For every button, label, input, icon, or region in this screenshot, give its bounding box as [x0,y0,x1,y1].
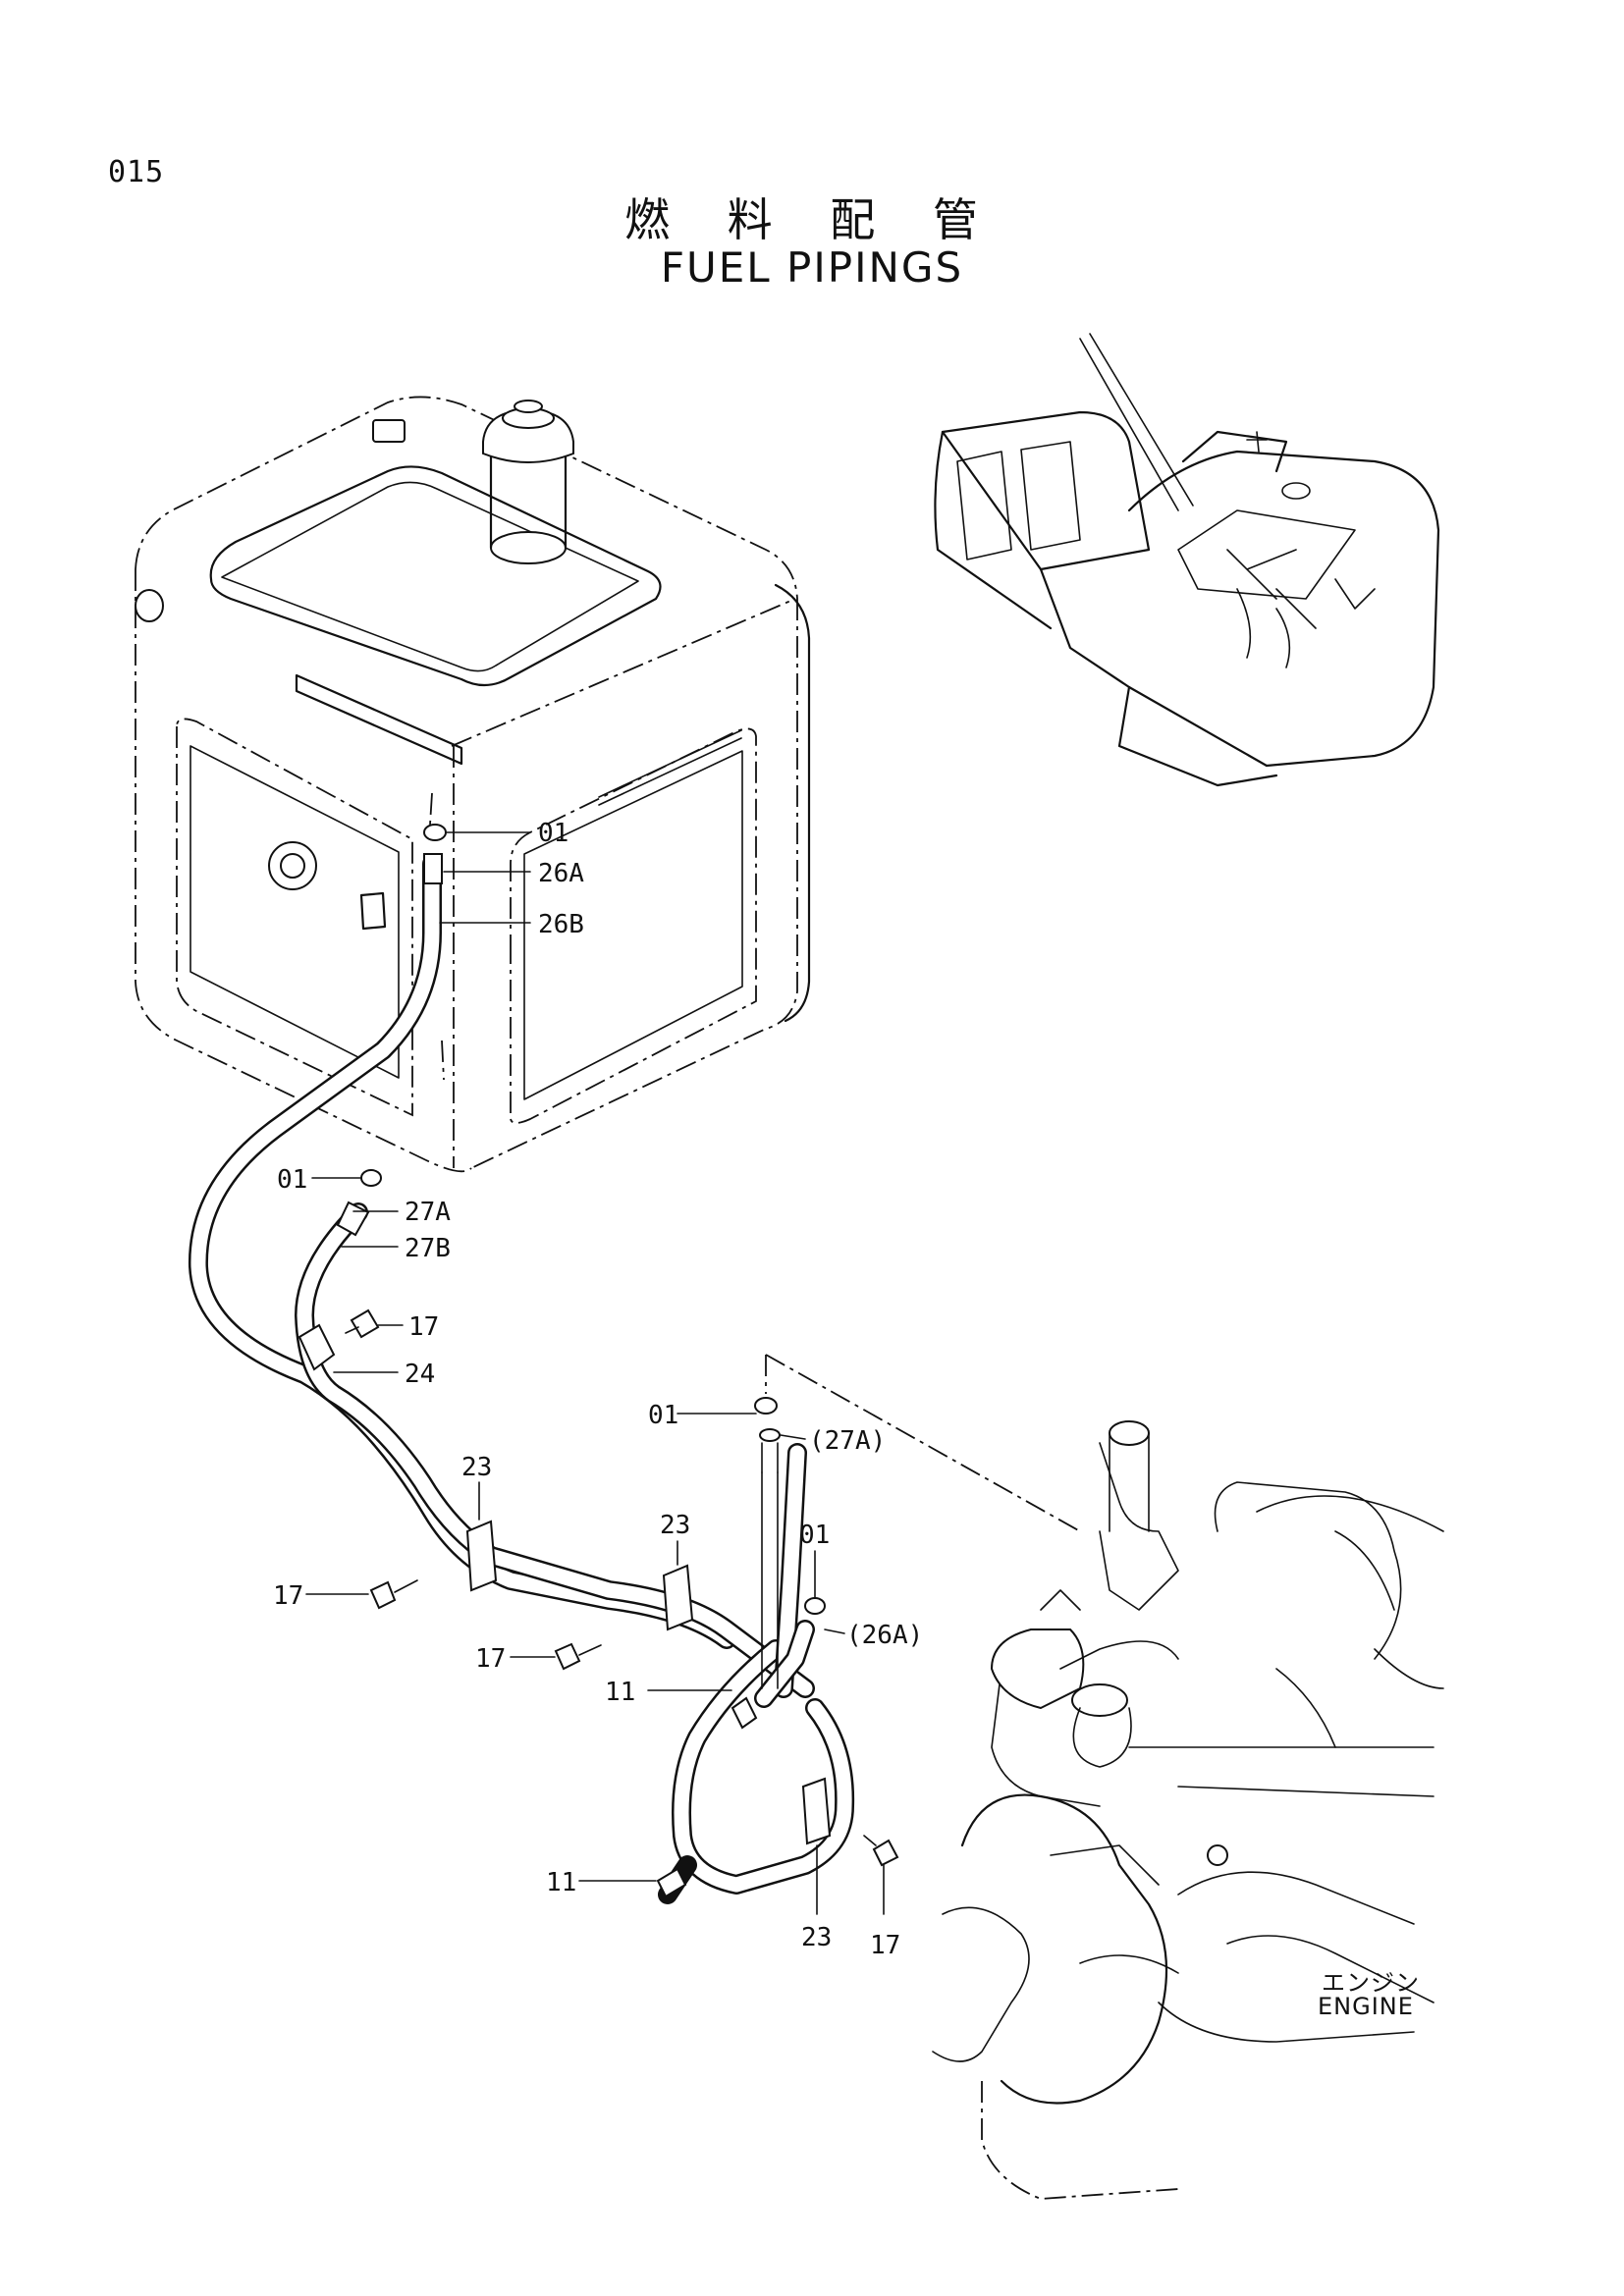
title-english: FUEL PIPINGS [660,243,964,292]
callout-17-d: 17 [870,1931,900,1960]
clamp-24-icon [298,1323,336,1371]
title-japanese: 燃 料 配 管 [624,193,1000,246]
band-11a-icon [731,1696,758,1730]
engine-label-english: ENGINE [1318,1993,1414,2020]
leader-lines [305,831,885,1915]
callout-17-a: 17 [408,1312,439,1342]
callout-engine-01-a: 01 [648,1401,678,1430]
callout-24: 24 [405,1360,435,1389]
nut-01-bottom-icon [360,1169,382,1187]
bolt-17d-icon [863,1835,899,1867]
callout-26A: 26A [538,859,584,888]
clamp-23b-icon [662,1564,694,1631]
page-number: 015 [108,155,165,189]
hose-27B-icon [295,1202,815,1698]
hose-loop-icon [658,1443,855,1904]
callout-23-a: 23 [461,1453,492,1482]
callout-tank-01: 01 [538,819,568,848]
engine-icon [765,1354,1444,2200]
callout-23-b: 23 [660,1511,690,1540]
clamp-23a-icon [465,1520,498,1592]
nut-01-engine-a-icon [754,1397,778,1415]
clamp-23c-icon [801,1777,832,1845]
callout-27B: 27B [405,1234,451,1263]
bolt-17a-icon [345,1308,380,1339]
bolt-17c-icon [554,1642,602,1671]
callout-27A-ref: (27A) [809,1426,886,1456]
callout-17-b: 17 [273,1581,303,1611]
callout-11-a: 11 [605,1678,635,1707]
callout-engine-01-b: 01 [799,1521,830,1550]
hose-fitting-26A [423,853,443,884]
callout-tank-bottom-01: 01 [277,1165,307,1195]
hose-26B-icon [188,854,736,1649]
band-11b-icon [656,1867,687,1898]
bolt-17b-icon [369,1579,418,1610]
engine-label-japanese: エンジン [1322,1969,1420,1997]
callout-23-c: 23 [801,1923,832,1952]
callout-11-b: 11 [546,1868,576,1897]
nut-01-top-icon [423,824,447,841]
fuel-tank-icon [135,396,811,1173]
excavator-icon [934,333,1440,787]
callout-26A-ref: (26A) [846,1621,923,1650]
filler-cap-icon [482,400,574,564]
callout-26B: 26B [538,910,584,939]
nut-01-engine-b-icon [804,1597,826,1615]
callout-17-c: 17 [475,1644,506,1674]
pipe-27A-icon [761,1471,779,1689]
callout-27A: 27A [405,1198,451,1227]
